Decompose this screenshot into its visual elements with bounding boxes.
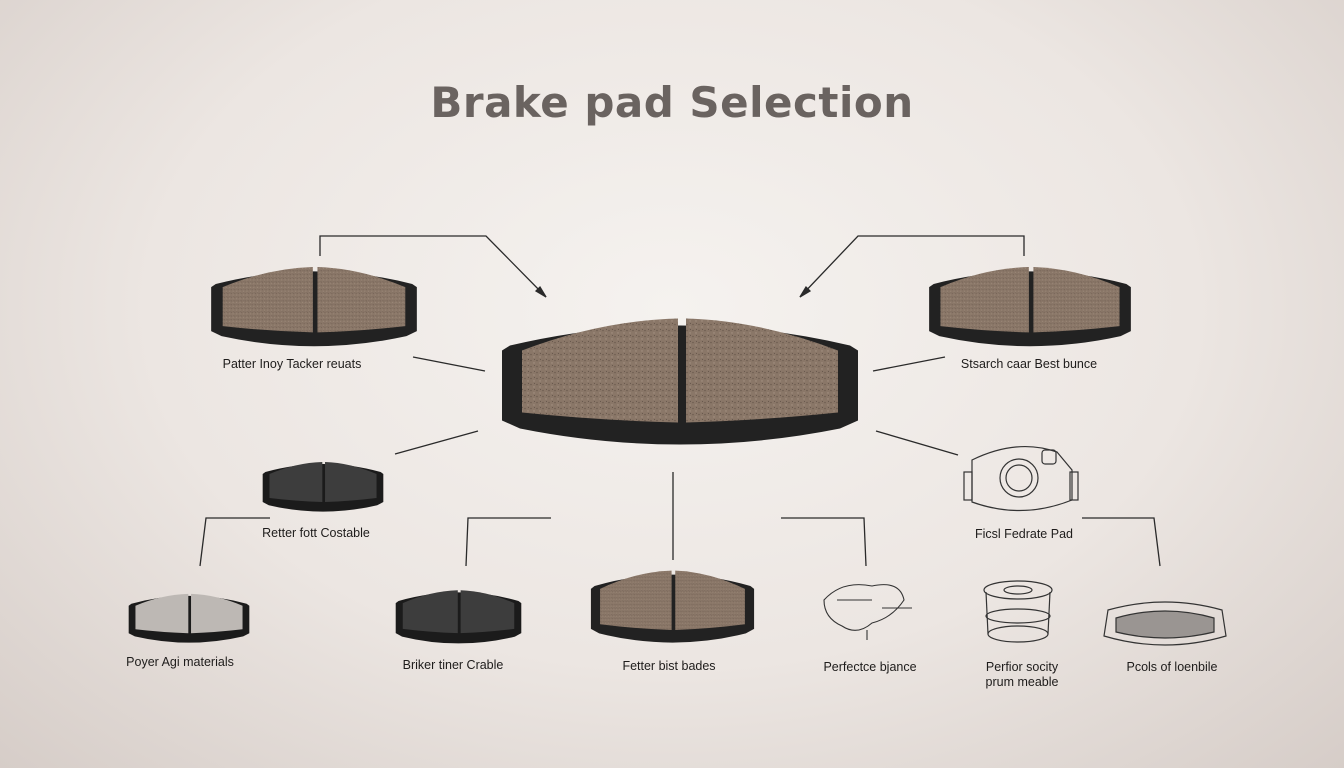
connector-line [875,430,959,456]
label-bottom-5-line1: Perfior socity [985,660,1059,674]
brake-pad-top-right [928,262,1132,350]
label-mid-left: Retter fott Costable [262,526,370,540]
connector-line [781,517,867,567]
connector-line [872,356,946,372]
label-bottom-1: Poyer Agi materials [126,655,234,669]
main-brake-pad [500,308,860,453]
brake-pad-dark [395,586,522,646]
brake-pad-bottom-center [590,566,755,646]
label-bottom-5-line2: prum meable [985,675,1059,689]
page-title: Brake pad Selection [430,78,914,127]
brake-pad-light [128,590,250,645]
caliper-sketch-icon [963,445,1079,512]
brake-pad-dark-small [262,458,384,514]
label-bottom-3: Fetter bist bades [622,659,716,673]
connector-line [1082,517,1161,567]
connector-line [799,235,1025,298]
piston-sketch-icon [983,580,1053,643]
connector-line [412,356,486,372]
brake-pad-top-left [210,262,418,350]
connector-line [465,517,551,567]
label-bottom-6: Pcols of loenbile [1126,660,1218,674]
label-top-left: Patter Inoy Tacker reuats [222,357,362,371]
connector-line [319,235,547,298]
label-top-right: Stsarch caar Best bunce [960,357,1098,371]
force-sketch-icon [823,584,912,640]
label-bottom-2: Briker tiner Crable [402,658,504,672]
label-bottom-4: Perfectce bjance [823,660,917,674]
label-mid-right: Ficsl Fedrate Pad [975,527,1073,541]
connector-line [199,517,270,567]
connector-line [394,430,479,455]
pad-outline-sketch-icon [1103,601,1227,646]
